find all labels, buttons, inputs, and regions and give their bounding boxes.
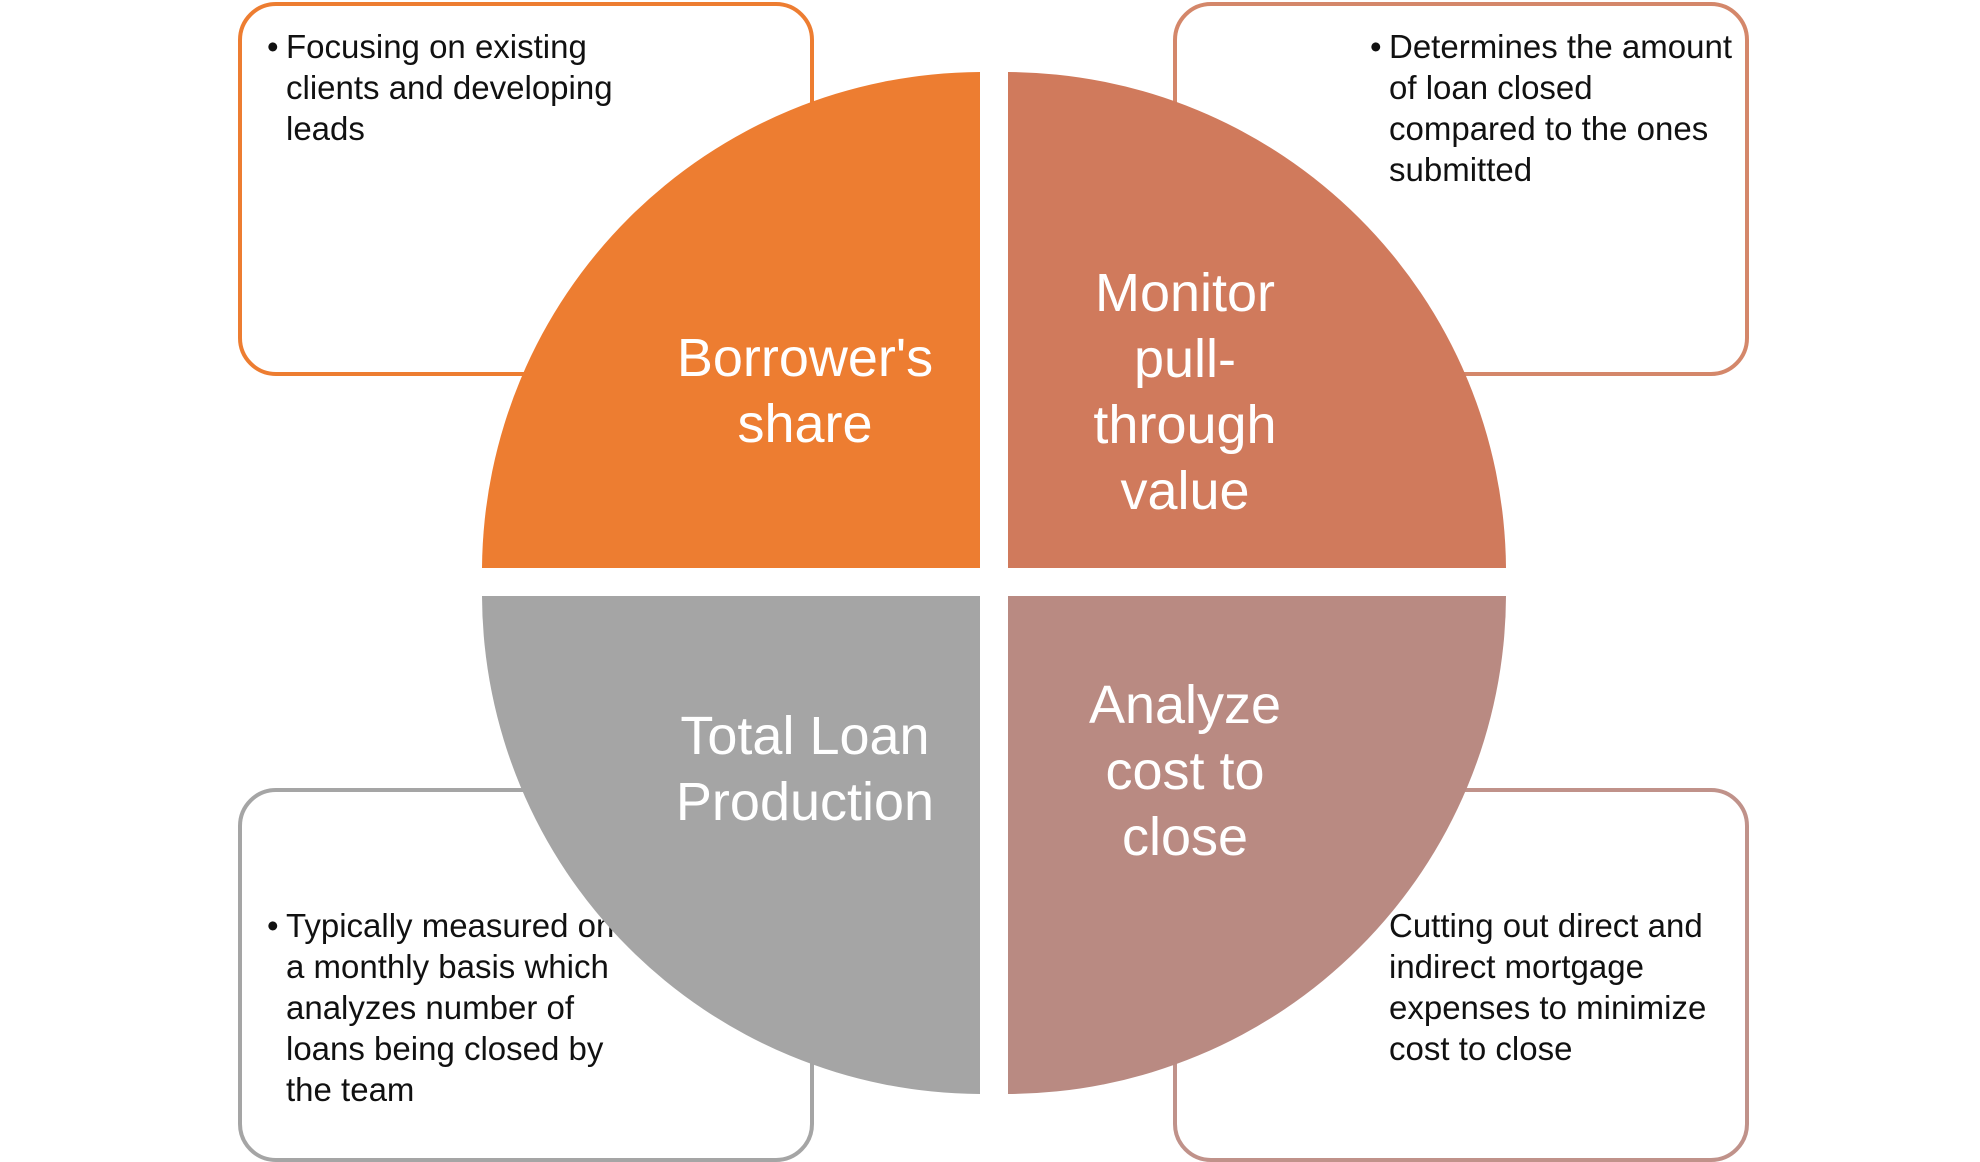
description-borrowers-share: Focusing on existing clients and develop… (286, 28, 613, 147)
description-pull-through: Determines the amount of loan closed com… (1389, 28, 1733, 188)
description-total-loan-production: Typically measured on a monthly basis wh… (286, 907, 615, 1108)
description-cost-to-close: Cutting out direct and indirect mortgage… (1389, 907, 1707, 1067)
label-pull-through: Monitor pull-through value (1093, 263, 1277, 521)
bullet: • (1370, 28, 1382, 65)
label-total-loan-production: Total Loan Production (675, 706, 935, 832)
quadrant-cost-to-close (1008, 596, 1506, 1094)
label-cost-to-close: Analyze cost to close (1088, 675, 1282, 867)
label-borrowers-share: Borrower's share (676, 328, 934, 454)
quadrant-total-loan-production (482, 596, 980, 1094)
bullet: • (267, 907, 279, 944)
quadrant-borrowers-share (482, 72, 980, 568)
quadrant-pull-through (1008, 72, 1506, 568)
bullet: • (267, 28, 279, 65)
